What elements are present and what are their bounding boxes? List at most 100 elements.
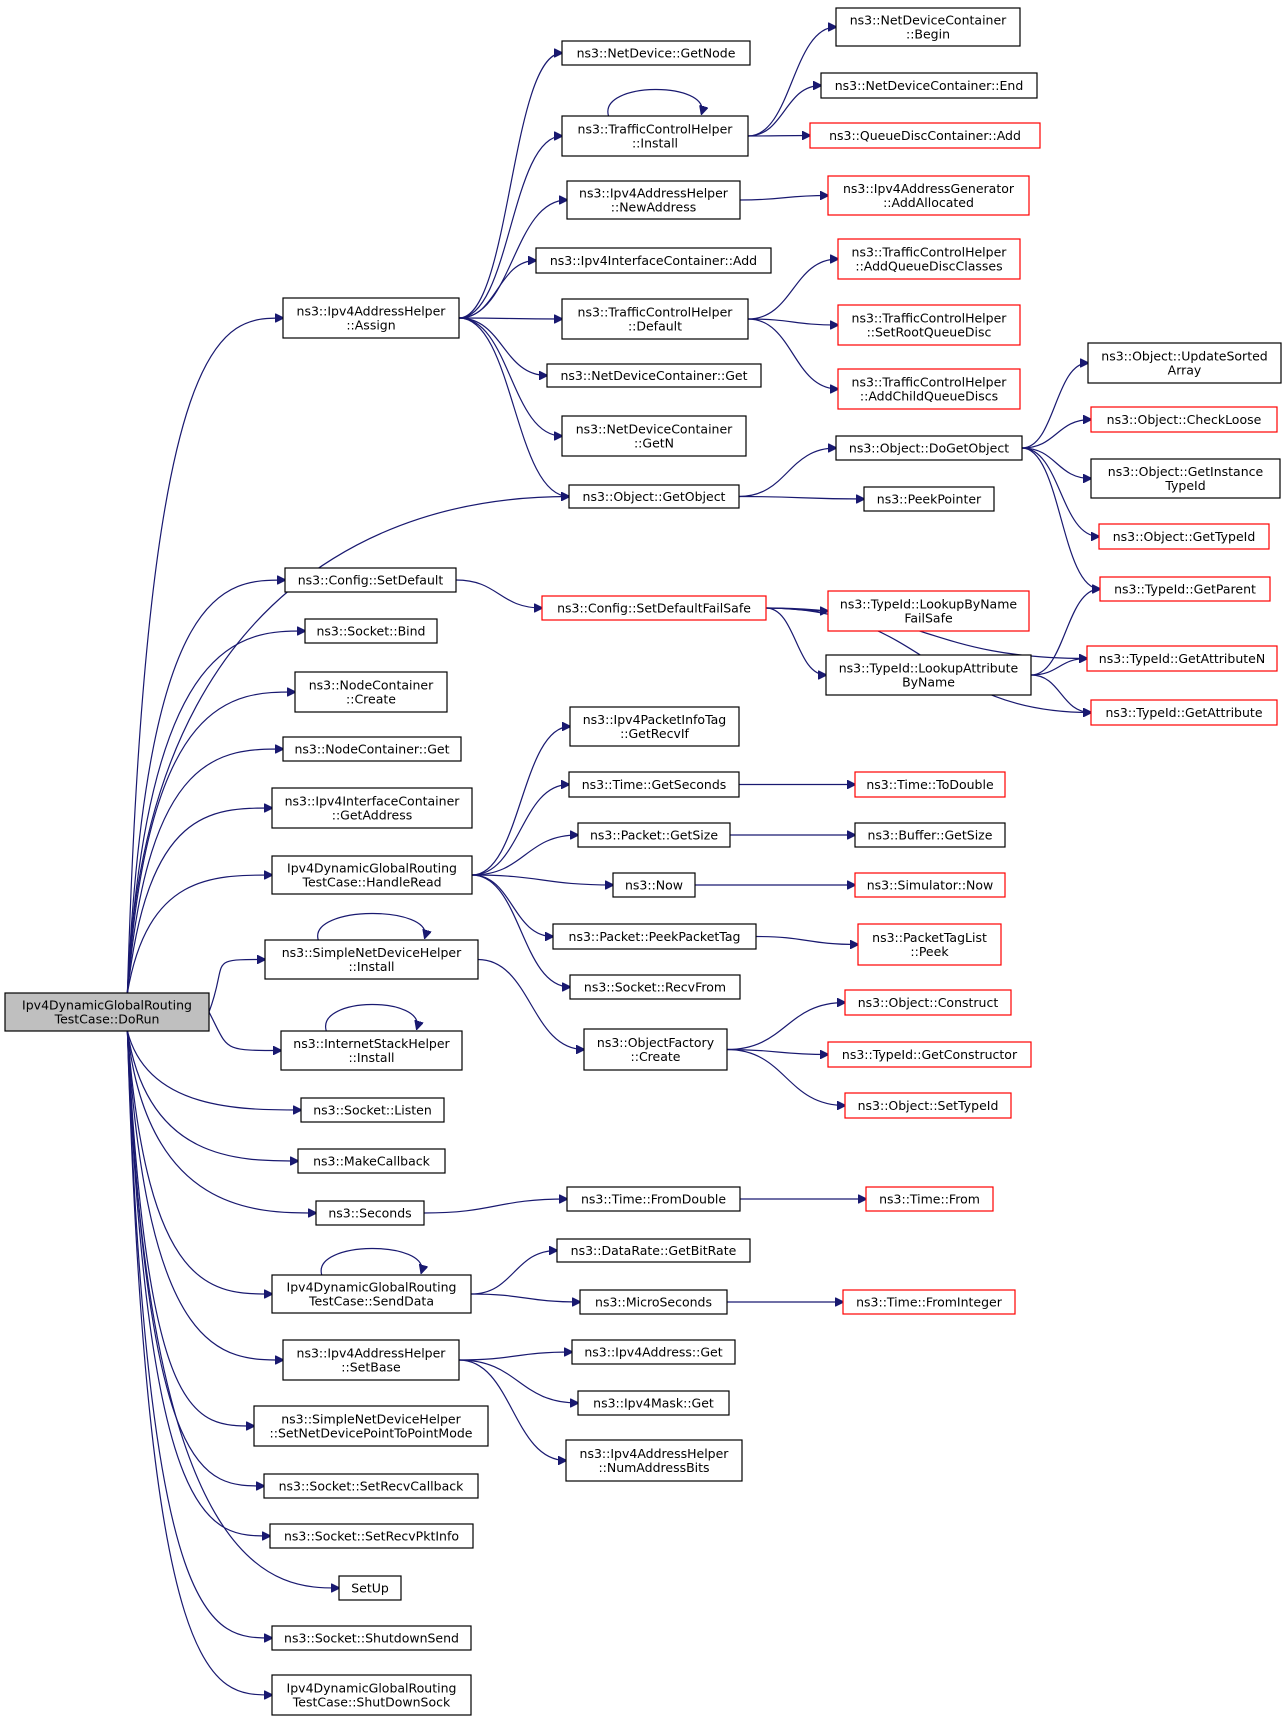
- node-n8[interactable]: ns3::Ipv4AddressGenerator::AddAllocated: [827, 175, 1030, 216]
- node-label-line: ns3::Time::FromDouble: [581, 1192, 726, 1207]
- node-n36[interactable]: ns3::Time::GetSeconds: [568, 771, 740, 798]
- node-n60[interactable]: ns3::Ipv4AddressHelper::SetBase: [282, 1339, 460, 1381]
- node-n35[interactable]: ns3::Ipv4PacketInfoTag::GetRecvIf: [569, 706, 740, 747]
- node-box: [271, 1674, 472, 1716]
- node-n4[interactable]: ns3::NetDeviceContainer::Begin: [835, 7, 1021, 47]
- node-label-line: ns3::SimpleNetDeviceHelper: [281, 1412, 461, 1427]
- node-n28[interactable]: ns3::TypeId::GetAttributeN: [1086, 645, 1278, 672]
- node-n59[interactable]: ns3::Time::FromInteger: [842, 1289, 1016, 1315]
- node-n57[interactable]: ns3::DataRate::GetBitRate: [556, 1238, 751, 1263]
- node-n7[interactable]: ns3::Ipv4AddressHelper::NewAddress: [566, 180, 741, 220]
- node-n23[interactable]: ns3::PeekPointer: [863, 486, 995, 512]
- node-n43[interactable]: ns3::PacketTagList::Peek: [857, 923, 1002, 966]
- node-label-line: ns3::Socket::Bind: [317, 624, 426, 639]
- node-n2[interactable]: ns3::NetDevice::GetNode: [561, 40, 751, 66]
- node-n47[interactable]: ns3::Object::Construct: [844, 989, 1012, 1016]
- node-n29[interactable]: ns3::TypeId::GetAttribute: [1090, 699, 1278, 726]
- node-n10[interactable]: ns3::TrafficControlHelper::Default: [561, 298, 749, 340]
- node-n6[interactable]: ns3::QueueDiscContainer::Add: [809, 122, 1041, 149]
- node-n38[interactable]: ns3::Packet::GetSize: [577, 822, 731, 848]
- node-n49[interactable]: ns3::Object::SetTypeId: [844, 1092, 1012, 1119]
- node-n39[interactable]: ns3::Buffer::GetSize: [854, 822, 1006, 848]
- node-box: [315, 1200, 425, 1226]
- node-box: [837, 238, 1021, 280]
- node-n15[interactable]: ns3::NetDeviceContainer::GetN: [561, 415, 747, 457]
- node-n64[interactable]: ns3::SimpleNetDeviceHelper::SetNetDevice…: [253, 1405, 489, 1447]
- node-n56[interactable]: Ipv4DynamicGlobalRoutingTestCase::SendDa…: [271, 1274, 472, 1314]
- node-box: [565, 1439, 743, 1482]
- node-label-line: FailSafe: [904, 611, 953, 626]
- node-label-line: TestCase::HandleRead: [301, 875, 441, 890]
- node-n41[interactable]: ns3::Simulator::Now: [854, 872, 1006, 898]
- node-n67[interactable]: SetUp: [338, 1575, 402, 1601]
- node-label-line: ns3::Socket::SetRecvPktInfo: [284, 1529, 459, 1544]
- node-box: [271, 855, 473, 895]
- node-n19[interactable]: ns3::Object::CheckLoose: [1090, 406, 1278, 433]
- node-n31[interactable]: ns3::NodeContainer::Create: [294, 671, 448, 713]
- node-n66[interactable]: ns3::Socket::SetRecvPktInfo: [269, 1523, 474, 1549]
- node-n22[interactable]: ns3::TypeId::GetParent: [1099, 576, 1271, 602]
- node-n55[interactable]: ns3::Time::From: [865, 1186, 994, 1212]
- node-box: [280, 1030, 463, 1071]
- node-n42[interactable]: ns3::Packet::PeekPacketTag: [552, 923, 757, 950]
- node-n53[interactable]: ns3::Seconds: [315, 1200, 425, 1226]
- node-n46[interactable]: ns3::ObjectFactory::Create: [583, 1028, 728, 1071]
- node-n58[interactable]: ns3::MicroSeconds: [579, 1289, 728, 1315]
- node-n14[interactable]: ns3::NetDeviceContainer::Get: [546, 363, 762, 388]
- node-n17[interactable]: ns3::Object::DoGetObject: [835, 435, 1023, 461]
- node-box: [561, 415, 747, 457]
- node-n63[interactable]: ns3::Ipv4AddressHelper::NumAddressBits: [565, 1439, 743, 1482]
- node-n24[interactable]: ns3::Config::SetDefault: [284, 567, 457, 593]
- node-n61[interactable]: ns3::Ipv4Address::Get: [571, 1339, 736, 1365]
- node-n48[interactable]: ns3::TypeId::GetConstructor: [827, 1041, 1032, 1068]
- node-n1[interactable]: ns3::Ipv4AddressHelper::Assign: [282, 297, 460, 339]
- node-label-line: ns3::Ipv4Address::Get: [584, 1345, 722, 1360]
- node-n25[interactable]: ns3::Config::SetDefaultFailSafe: [541, 595, 767, 621]
- node-label-line: ns3::Ipv4AddressHelper: [297, 1346, 447, 1361]
- node-label-line: ns3::Simulator::Now: [867, 878, 994, 893]
- node-box: [284, 567, 457, 593]
- edge-n10-n13: [747, 318, 838, 389]
- node-n52[interactable]: ns3::MakeCallback: [297, 1148, 446, 1174]
- node-n62[interactable]: ns3::Ipv4Mask::Get: [577, 1390, 730, 1416]
- node-n16[interactable]: ns3::Object::GetObject: [568, 484, 740, 509]
- node-n54[interactable]: ns3::Time::FromDouble: [566, 1186, 741, 1212]
- node-label-line: ::AddQueueDiscClasses: [855, 259, 1002, 274]
- node-n12[interactable]: ns3::TrafficControlHelper::SetRootQueueD…: [837, 304, 1021, 346]
- edge-n0-n51: [126, 1030, 301, 1110]
- node-n40[interactable]: ns3::Now: [612, 872, 696, 898]
- node-n5[interactable]: ns3::NetDeviceContainer::End: [820, 72, 1038, 99]
- node-n21[interactable]: ns3::Object::GetTypeId: [1098, 523, 1270, 550]
- node-n68[interactable]: ns3::Socket::ShutdownSend: [271, 1625, 472, 1651]
- node-n69[interactable]: Ipv4DynamicGlobalRoutingTestCase::ShutDo…: [271, 1674, 472, 1716]
- node-label-line: ::GetRecvIf: [620, 726, 689, 741]
- edge-n0-n45: [208, 960, 265, 1013]
- node-n34[interactable]: Ipv4DynamicGlobalRoutingTestCase::Handle…: [271, 855, 473, 895]
- node-n45[interactable]: ns3::SimpleNetDeviceHelper::Install: [264, 939, 479, 980]
- node-n65[interactable]: ns3::Socket::SetRecvCallback: [263, 1473, 479, 1499]
- node-n11[interactable]: ns3::TrafficControlHelper::AddQueueDiscC…: [837, 238, 1021, 280]
- node-n50[interactable]: ns3::InternetStackHelper::Install: [280, 1030, 463, 1071]
- edge-n0-n64: [126, 1030, 254, 1426]
- node-n32[interactable]: ns3::NodeContainer::Get: [282, 736, 462, 762]
- node-n44[interactable]: ns3::Socket::RecvFrom: [569, 974, 741, 1000]
- node-n37[interactable]: ns3::Time::ToDouble: [854, 771, 1006, 798]
- node-n3[interactable]: ns3::TrafficControlHelper::Install: [561, 115, 749, 157]
- edge-n0-n53: [126, 1030, 316, 1213]
- node-label-line: ns3::Object::GetTypeId: [1113, 529, 1256, 544]
- edge-n1-n9: [458, 261, 536, 319]
- node-n9[interactable]: ns3::Ipv4InterfaceContainer::Add: [535, 247, 772, 274]
- node-box: [282, 297, 460, 339]
- node-label-line: ::SetNetDevicePointToPointMode: [270, 1426, 473, 1441]
- node-box: [541, 595, 767, 621]
- node-n30[interactable]: ns3::Socket::Bind: [304, 618, 438, 644]
- node-n33[interactable]: ns3::Ipv4InterfaceContainer::GetAddress: [271, 787, 473, 829]
- node-n13[interactable]: ns3::TrafficControlHelper::AddChildQueue…: [837, 368, 1021, 410]
- edge-n27-n29: [1030, 674, 1091, 713]
- node-n51[interactable]: ns3::Socket::Listen: [300, 1097, 445, 1123]
